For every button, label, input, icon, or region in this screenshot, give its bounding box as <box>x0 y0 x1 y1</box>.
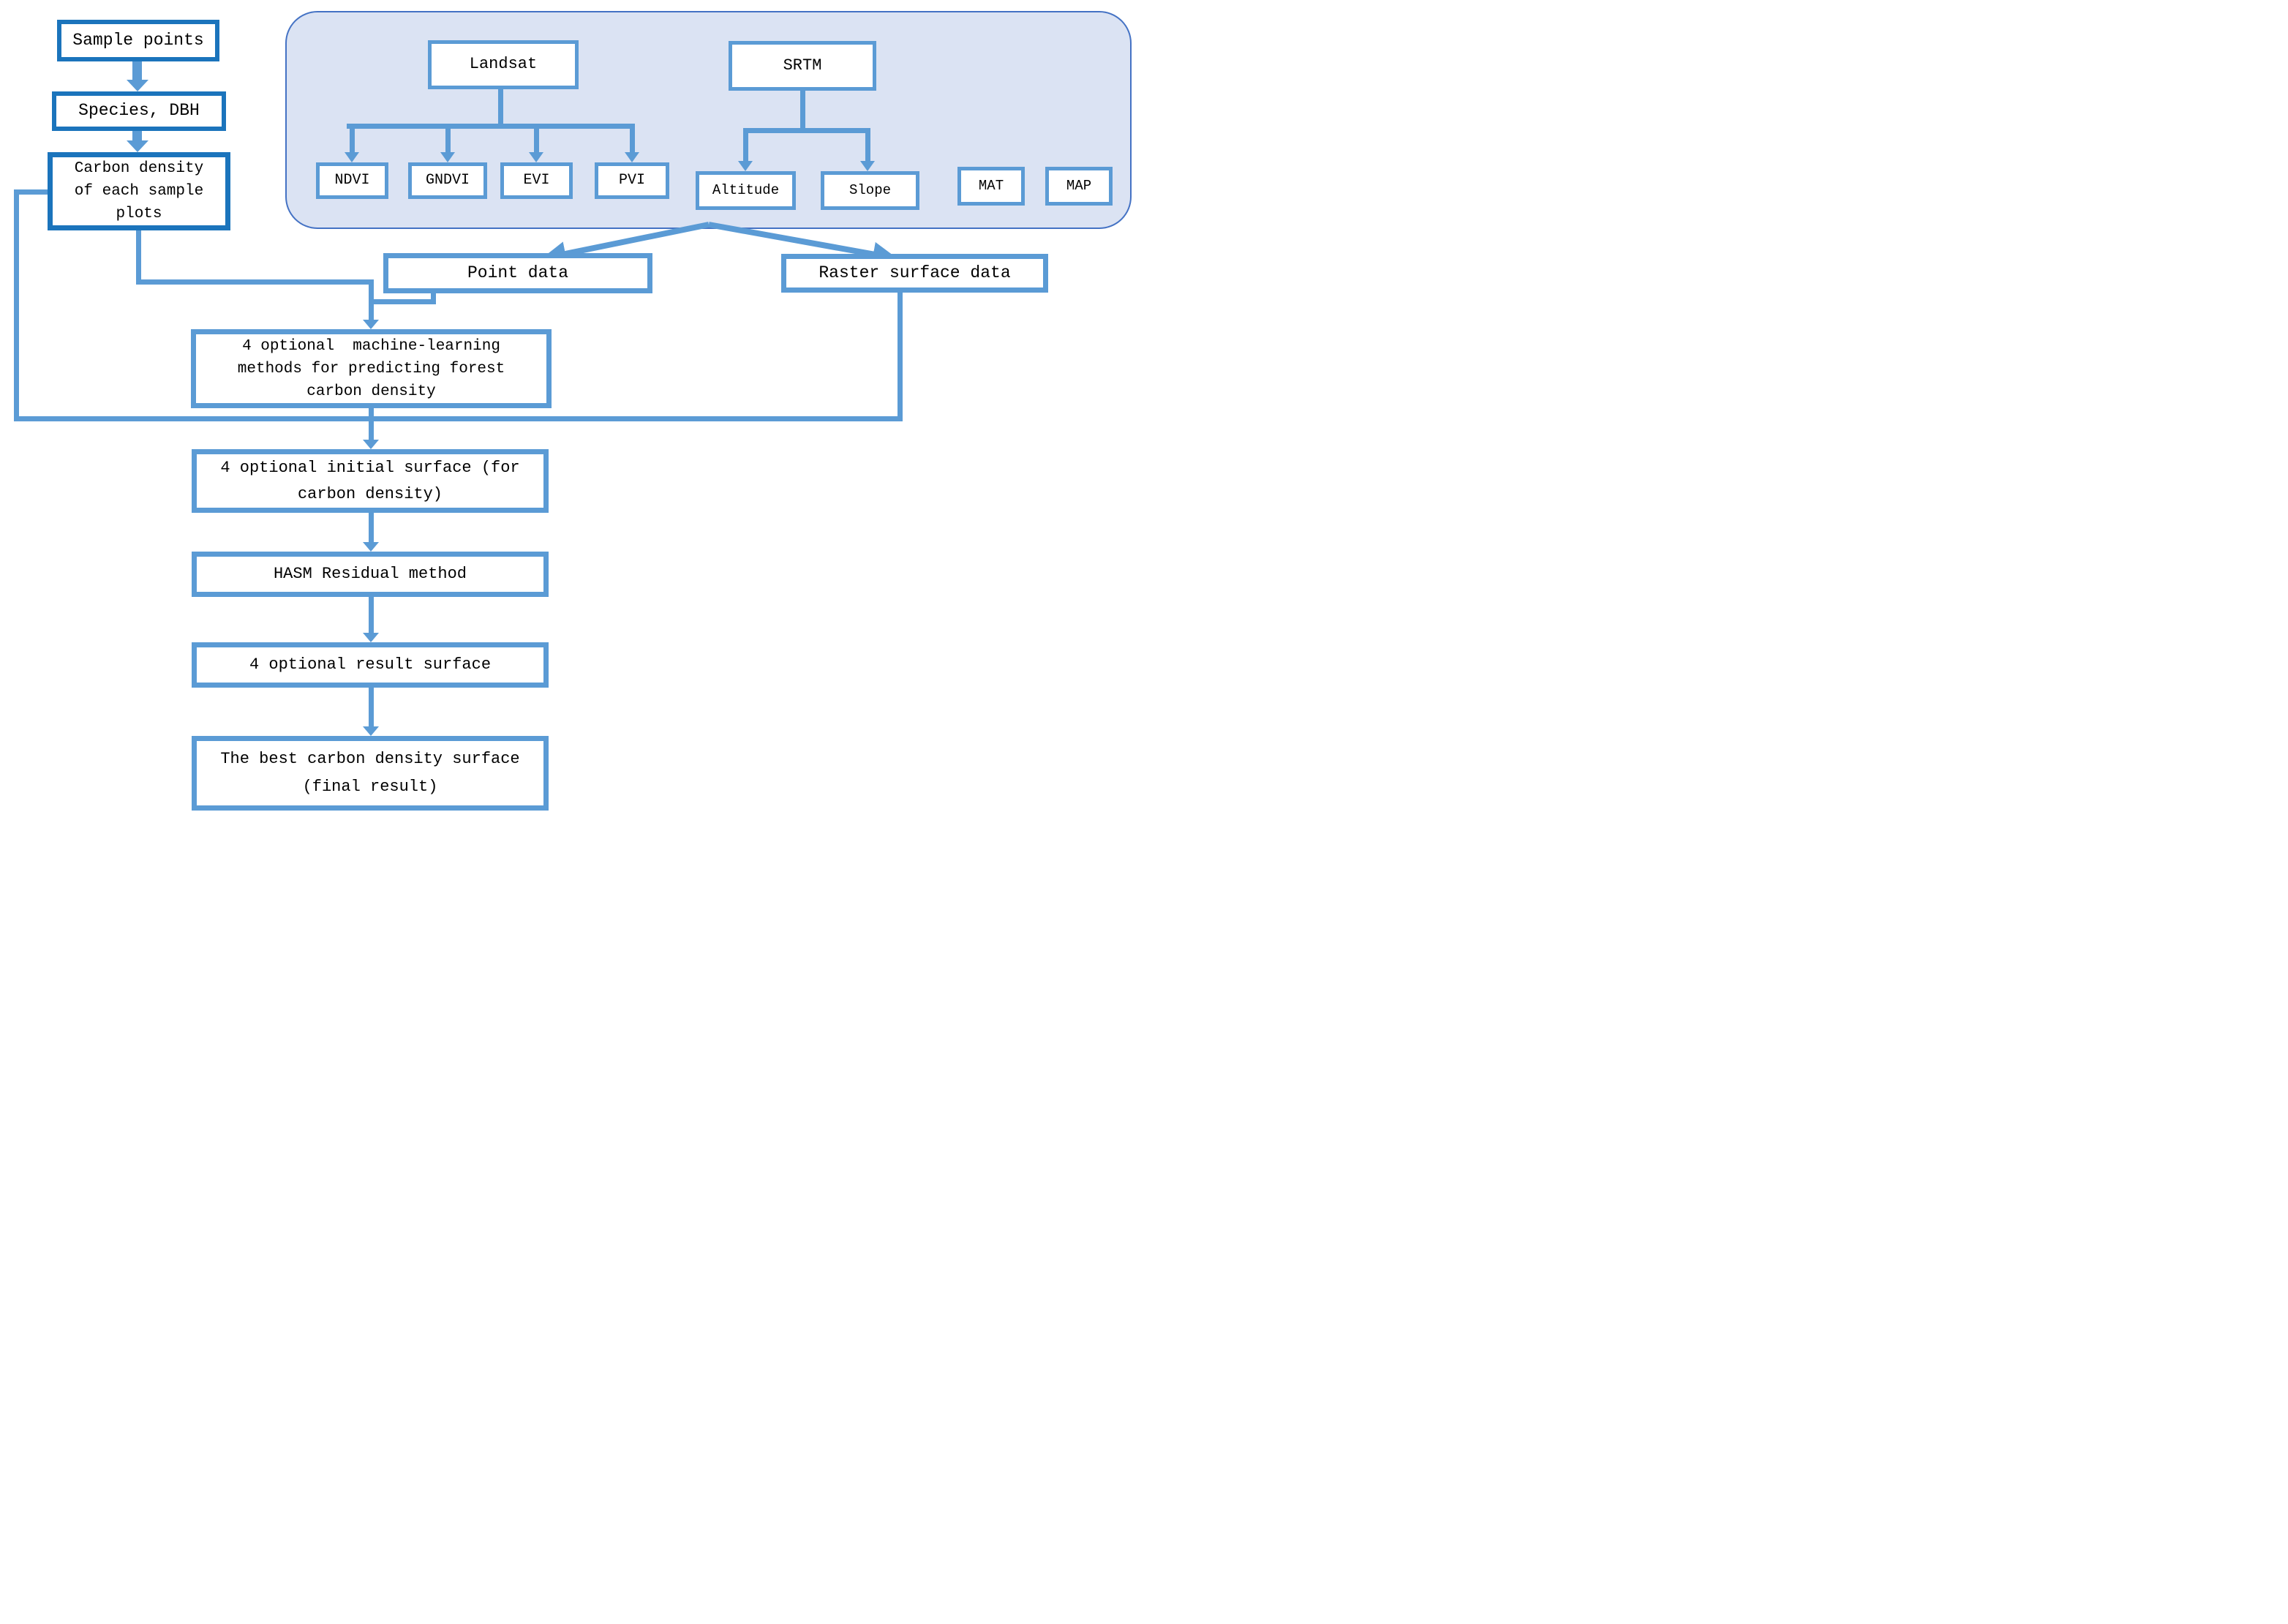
arrowhead-slope <box>860 161 875 171</box>
node-landsat: Landsat <box>428 40 579 89</box>
node-initial-surface: 4 optional initial surface (for carbon d… <box>192 449 549 513</box>
node-evi: EVI <box>500 162 573 199</box>
connector-landsat-stub <box>498 89 503 126</box>
arrow-result-to-best-head <box>363 726 379 736</box>
connector-landsat-evi <box>534 124 539 152</box>
arrow-initial-to-hasm-shaft <box>369 513 374 542</box>
arrowhead-altitude <box>738 161 753 171</box>
node-carbon-density-plots: Carbon density of each sample plots <box>48 152 230 230</box>
node-best-surface: The best carbon density surface (final r… <box>192 736 549 811</box>
connector-srtm-hline <box>743 128 870 133</box>
arrowhead-into-initial <box>363 440 379 449</box>
arrow-sample-to-species-head <box>127 80 148 91</box>
connector-landsat-gndvi <box>445 124 451 152</box>
connector-srtm-stub <box>800 91 805 132</box>
node-slope: Slope <box>821 171 919 210</box>
connector-landsat-hline <box>347 124 635 129</box>
connector-carbon-left-exit <box>14 189 48 195</box>
node-pvi: PVI <box>595 162 669 199</box>
arrowhead-pvi <box>625 152 639 162</box>
connector-left-vertical <box>14 189 19 421</box>
node-gndvi: GNDVI <box>408 162 487 199</box>
node-sample-points: Sample points <box>57 20 219 61</box>
node-species-dbh: Species, DBH <box>52 91 226 131</box>
connector-landsat-pvi <box>630 124 635 152</box>
arrow-result-to-best-shaft <box>369 688 374 726</box>
arrow-species-to-carbon-head <box>127 140 148 152</box>
connector-carbon-hline <box>136 279 374 285</box>
connector-point-data-stub <box>431 293 436 304</box>
node-map: MAP <box>1045 167 1113 206</box>
connector-srtm-altitude <box>743 128 748 161</box>
connector-point-data-hline <box>369 299 436 304</box>
node-altitude: Altitude <box>696 171 796 210</box>
connector-merge-hline <box>14 416 903 421</box>
connector-into-ml-vertical <box>369 279 374 320</box>
arrow-split-to-raster-data <box>708 222 897 266</box>
node-mat: MAT <box>957 167 1025 206</box>
node-ndvi: NDVI <box>316 162 388 199</box>
node-hasm-residual: HASM Residual method <box>192 552 549 597</box>
connector-srtm-slope <box>865 128 870 161</box>
arrow-initial-to-hasm-head <box>363 542 379 552</box>
arrowhead-evi <box>529 152 543 162</box>
connector-ml-bottom-stub <box>369 408 374 421</box>
node-raster-surface-data: Raster surface data <box>781 254 1048 293</box>
arrow-hasm-to-result-head <box>363 633 379 642</box>
connector-merge-to-initial <box>369 421 374 440</box>
arrow-sample-to-species-shaft <box>132 61 142 81</box>
arrowhead-gndvi <box>440 152 455 162</box>
node-point-data: Point data <box>383 253 652 293</box>
flowchart-figure: Sample points Species, DBH Carbon densit… <box>0 0 1144 812</box>
arrowhead-into-ml <box>363 320 379 329</box>
connector-raster-down <box>897 293 903 421</box>
arrow-hasm-to-result-shaft <box>369 597 374 633</box>
node-result-surface: 4 optional result surface <box>192 642 549 688</box>
arrowhead-ndvi <box>345 152 359 162</box>
connector-landsat-ndvi <box>350 124 355 152</box>
arrow-species-to-carbon-shaft <box>132 131 142 141</box>
node-srtm: SRTM <box>729 41 876 91</box>
connector-carbon-bottom-stub <box>136 230 141 285</box>
node-ml-methods: 4 optional machine-learning methods for … <box>191 329 552 408</box>
